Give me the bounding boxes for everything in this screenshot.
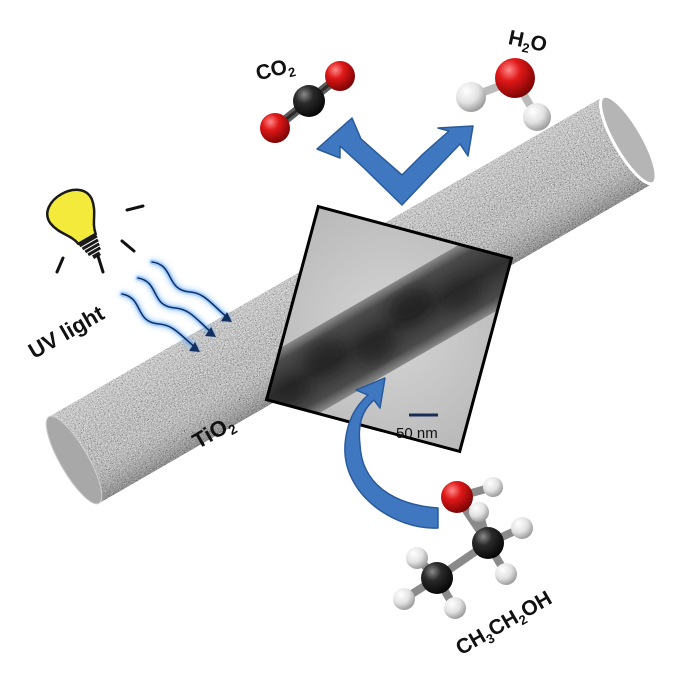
ethanol-molecule-icon (393, 477, 533, 619)
scale-bar-label: 50 nm (396, 425, 438, 442)
h2o-molecule-icon (456, 58, 551, 131)
light-bulb-icon (40, 182, 118, 269)
